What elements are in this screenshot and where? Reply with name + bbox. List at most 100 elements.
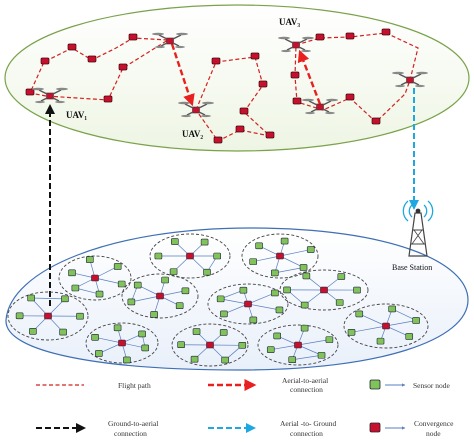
cluster-link (385, 320, 417, 327)
legend-aerial-to-ground-label-1: Aerial -to- Ground (280, 419, 336, 428)
convergence-node-icon (91, 274, 99, 282)
sensor-node-icon (95, 350, 103, 357)
cluster-link (351, 325, 387, 333)
legend: Flight path Aerial-to-aerial connection … (36, 376, 454, 438)
sensor-node-icon (335, 299, 344, 306)
legend-sensor-node-label: Sensor node (413, 381, 451, 390)
convergence-node-icon (382, 322, 390, 330)
cluster-link (98, 342, 123, 354)
cluster-boundary (279, 269, 369, 311)
sensor-node-icon (141, 344, 150, 352)
uav-mid-drone-icon (152, 32, 188, 49)
sensor-node-icon (388, 305, 396, 313)
cluster-link (159, 290, 186, 297)
uav3-drone-icon (278, 36, 314, 53)
sensor-node-icon (123, 356, 131, 364)
waypoints (25, 28, 391, 144)
cluster-link (253, 255, 281, 262)
ground-region-ellipse (5, 227, 469, 371)
sensor-cluster (343, 303, 429, 349)
sensor-node-icon (300, 301, 309, 309)
sensor-node-icon (113, 324, 122, 332)
legend-flight-path-label: Flight path (118, 381, 151, 390)
sensor-cluster (207, 283, 289, 325)
legend-convergence-node-icon (369, 422, 381, 433)
cluster-link (220, 298, 249, 305)
sensor-node-icon (200, 238, 209, 246)
base-station-tower-icon (402, 200, 434, 257)
cluster-boundary (207, 283, 289, 325)
sensor-node-icon (150, 311, 158, 318)
cluster-boundary (241, 233, 319, 279)
cluster-boundary (85, 322, 159, 364)
sensor-node-icon (219, 329, 228, 336)
sensor-node-icon (376, 337, 385, 345)
sensor-node-icon (280, 237, 289, 245)
sensor-node-icon (216, 295, 225, 303)
legend-convergence-node-label-1: Convergence (414, 419, 454, 428)
uav1-flight-path (29, 37, 170, 101)
convergence-node-icon (206, 341, 214, 349)
cluster-boundary (257, 324, 339, 366)
cluster-link (71, 272, 96, 279)
cluster-link (247, 292, 275, 305)
uav-gateway-drone-icon (392, 71, 428, 88)
sensor-node-icon (283, 286, 291, 294)
cluster-link (359, 313, 387, 327)
cluster-link (274, 267, 304, 274)
sensor-node-icon (76, 312, 84, 320)
sensor-cluster (58, 255, 132, 301)
convergence-node-icon (276, 252, 284, 260)
uav3-label: UAV₃ (279, 17, 300, 27)
sensor-node-icon (91, 334, 99, 341)
cluster-link (279, 249, 311, 257)
sensor-node-icon (299, 264, 308, 271)
base-station-label: Base Station (392, 263, 432, 272)
cluster-link (131, 295, 161, 303)
sensor-node-icon (68, 269, 76, 277)
cluster-boundary (343, 303, 429, 349)
cluster-link (31, 297, 65, 300)
uav2-label: UAV₂ (182, 129, 203, 139)
sensor-node-icon (412, 317, 420, 324)
cluster-link (385, 325, 410, 337)
aerial-link-uav1-uav2 (170, 43, 195, 107)
sensor-node-icon (347, 329, 356, 336)
cluster-link (297, 339, 330, 346)
sensor-node-icon (113, 263, 122, 270)
cluster-link (75, 287, 100, 295)
sensor-node-icon (171, 238, 179, 245)
cluster-boundary (58, 255, 132, 301)
cluster-link (392, 308, 417, 321)
sensor-node-icon (71, 284, 80, 292)
convergence-node-icon (294, 341, 302, 349)
legend-aerial-to-ground-label-2: connection (290, 429, 323, 438)
cluster-link (95, 336, 123, 344)
sensor-node-icon (138, 330, 146, 338)
sensor-node-icon (95, 290, 104, 298)
sensor-node-icon (154, 252, 163, 260)
sensor-node-icon (117, 280, 126, 288)
sensor-node-icon (175, 302, 184, 310)
sensor-node-icon (29, 327, 37, 335)
sensor-node-icon (27, 294, 35, 302)
sensor-cluster (121, 273, 199, 319)
cluster-boundary (149, 233, 231, 279)
cluster-link (94, 277, 122, 285)
uav-relay-drone-icon (302, 98, 338, 115)
sky-region-ellipse (4, 4, 470, 152)
legend-ground-to-aerial-label-2: connection (114, 429, 147, 438)
sensor-node-icon (306, 246, 315, 253)
sensor-cluster (171, 323, 249, 367)
cluster-link (292, 354, 322, 361)
uav1-drone-icon (32, 87, 68, 104)
cluster-link (247, 303, 280, 311)
sensor-node-icon (337, 273, 346, 280)
sensor-node-icon (300, 324, 309, 332)
legend-ground-to-aerial-label-1: Ground-to-aerial (108, 419, 158, 428)
sensor-cluster (279, 269, 369, 311)
convergence-node-icon (156, 292, 164, 300)
sensor-node-icon (355, 310, 364, 318)
convergence-node-icon (44, 312, 52, 320)
sensor-node-icon (302, 272, 311, 280)
